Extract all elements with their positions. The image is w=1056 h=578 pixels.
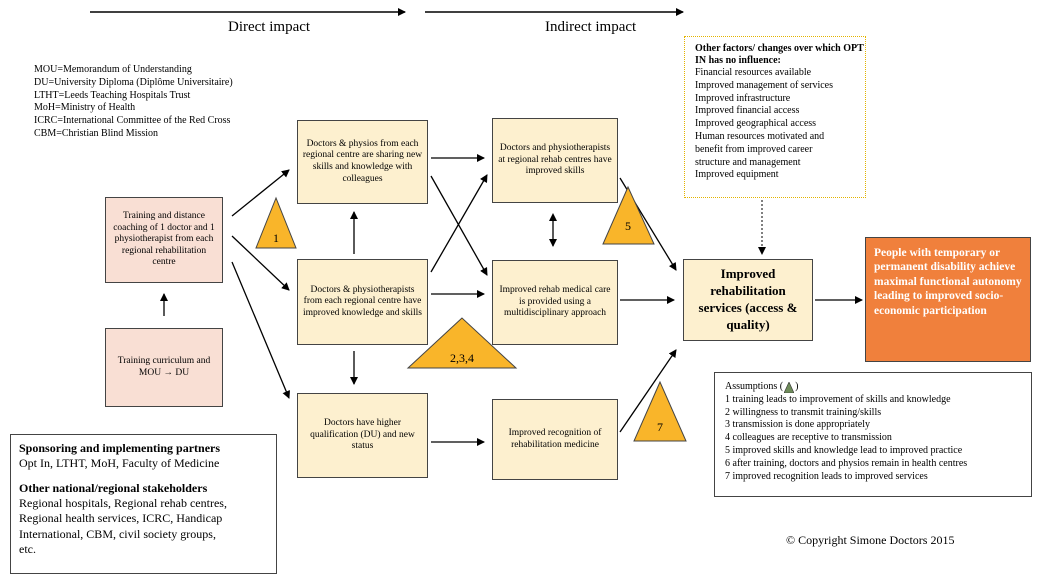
assumption-triangle-7 [633,380,687,442]
other-factors-title: Other factors/ changes over which OPT IN… [695,43,864,66]
assumption-item: 3 transmission is done appropriately [725,419,870,431]
abbreviation: CBM=Christian Blind Mission [34,127,158,139]
assumptions-panel: Assumptions ( ) 1 training leads to impr… [714,372,1032,497]
abbreviation: MoH=Ministry of Health [34,102,136,114]
outcome-box: People with temporary or permanent disab… [865,237,1031,362]
abbreviation: MOU=Memorandum of Understanding [34,64,192,75]
abbreviation: LTHT=Leeds Teaching Hospitals Trust [34,89,191,101]
knowledge-box: Doctors & physiotherapists from each reg… [297,259,428,345]
other-factor-item: Improved management of services [695,79,834,91]
assumption-triangle-234 [406,317,518,369]
stakeholders-line: Regional health services, ICRC, Handicap [19,511,223,526]
sponsoring-title: Sponsoring and implementing partners [19,441,221,455]
stakeholders-line: etc. [19,542,36,557]
services-box: Improved rehabilitation services (access… [683,259,813,341]
assumption-triangle-1 [255,196,297,249]
curriculum-box: Training curriculum and MOU → DU [105,328,223,407]
assumption-triangle-5-label: 5 [625,219,631,233]
assumptions-title: Assumptions ( ) [725,381,1031,394]
other-factor-item: Improved financial access [695,105,800,117]
recognition-box: Improved recognition of rehabilitation m… [492,399,618,480]
assumption-item: 5 improved skills and knowledge lead to … [725,444,963,456]
assumption-triangle-1-label: 1 [273,231,279,245]
other-factor-item: Improved infrastructure [695,92,791,104]
partners-panel: Sponsoring and implementing partners Opt… [10,434,277,574]
abbreviation: ICRC=International Committee of the Red … [34,115,231,127]
assumption-triangle-7-label: 7 [657,420,663,434]
improved-skills-box: Doctors and physiotherapists at regional… [492,118,618,203]
triangle-icon [784,381,795,393]
assumption-triangle-5 [602,185,655,245]
sponsoring-text: Opt In, LTHT, MoH, Faculty of Medicine [19,456,220,471]
other-factor-item: Improved equipment [695,169,779,181]
sharing-box: Doctors & physios from each regional cen… [297,120,428,204]
other-factor-item: Financial resources available [695,67,812,78]
assumption-item: 4 colleagues are receptive to transmissi… [725,432,892,444]
assumptions-title-text: Assumptions ( [725,381,784,392]
training-box: Training and distance coaching of 1 doct… [105,197,223,283]
stakeholders-line: International, CBM, civil society groups… [19,526,216,541]
multidisciplinary-box: Improved rehab medical care is provided … [492,260,618,345]
assumption-item: 2 willingness to transmit training/skill… [725,406,882,418]
other-factor-item: structure and management [695,156,801,168]
assumption-item: 1 training leads to improvement of skill… [725,393,951,405]
stakeholders-line: Regional hospitals, Regional rehab centr… [19,496,227,511]
assumption-item: 7 improved recognition leads to improved… [725,470,928,482]
abbreviation: DU=University Diploma (Diplôme Universit… [34,76,233,88]
assumption-triangle-234-label: 2,3,4 [450,351,474,365]
other-factor-item: Human resources motivated and [695,130,825,142]
indirect-impact-heading: Indirect impact [545,19,637,35]
assumption-item: 6 after training, doctors and physios re… [725,457,968,469]
other-factor-item: Improved geographical access [695,118,817,130]
assumptions-title-end: ) [795,381,799,392]
stakeholders-title: Other national/regional stakeholders [19,480,208,495]
other-factor-item: benefit from improved career [695,143,813,155]
other-factors-panel: Other factors/ changes over which OPT IN… [684,36,866,198]
copyright-text: © Copyright Simone Doctors 2015 [786,533,955,547]
abbreviations-list: MOU=Memorandum of Understanding DU=Unive… [34,64,233,141]
qualification-box: Doctors have higher qualification (DU) a… [297,393,428,478]
direct-impact-heading: Direct impact [228,19,311,35]
